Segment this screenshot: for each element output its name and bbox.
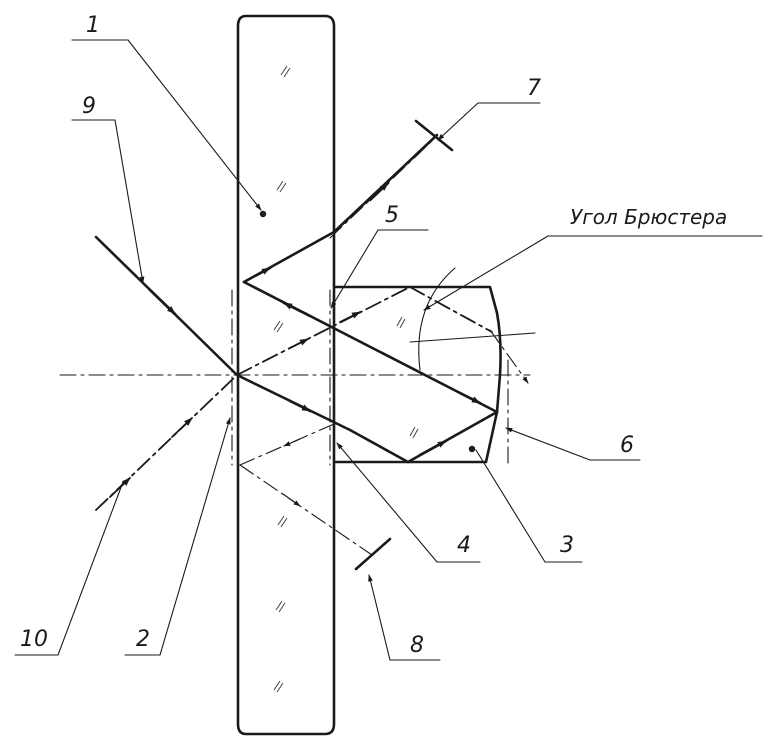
point-3 (469, 446, 475, 452)
ray-down-arrow (290, 401, 310, 411)
prism-hatching (397, 317, 418, 438)
incident-ray-arrow (150, 290, 175, 314)
ray-to-8-arrow (283, 494, 300, 506)
ray-up-arrow (255, 268, 270, 276)
label-6: 6 (620, 433, 634, 458)
ray-to-8 (240, 465, 372, 555)
label-1: 1 (86, 13, 100, 38)
ray-dashdot-arrow-2 (340, 312, 360, 322)
ray-prism-bottom (350, 430, 408, 462)
point-1 (260, 211, 266, 217)
ray-dashdot-arrow-1 (290, 339, 308, 348)
label-2: 2 (136, 627, 150, 652)
ray-to-prism-dashdot (237, 287, 410, 375)
label-4: 4 (457, 533, 471, 558)
ray-to-7-arrow (370, 183, 388, 200)
ray-back-arrow (284, 303, 310, 316)
label-brewster: Угол Брюстера (570, 205, 727, 229)
ray-10-arrow-2 (172, 418, 192, 437)
label-3: 3 (560, 533, 574, 558)
label-7: 7 (527, 76, 541, 101)
brewster-normal (410, 333, 535, 342)
label-8: 8 (410, 633, 424, 658)
ray-10-arrow-1 (110, 478, 130, 497)
label-9: 9 (82, 94, 96, 119)
ray-down-dashdot-arrow (284, 439, 300, 446)
ray-diagonal-arrow (460, 393, 480, 403)
label-5: 5 (385, 203, 399, 228)
brewster-angle-arc (419, 268, 455, 370)
ray-prism-up-arrow (420, 441, 446, 455)
label-10: 10 (20, 627, 48, 652)
detector-7 (416, 121, 452, 150)
glass-plate-hatching (274, 66, 290, 692)
detector-8 (356, 539, 390, 569)
leader-lines (15, 40, 762, 660)
